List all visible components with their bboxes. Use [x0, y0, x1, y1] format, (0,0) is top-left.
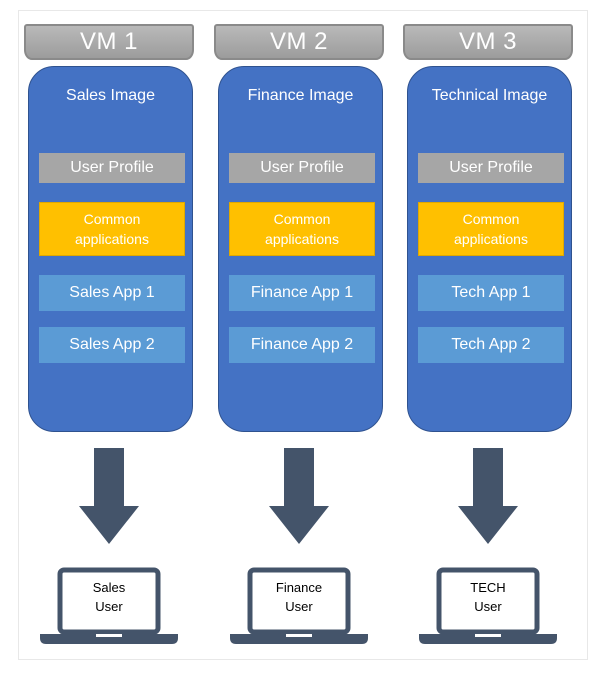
common-line-2: applications [75, 231, 149, 247]
app-layer-1: Tech App 1 [418, 275, 564, 311]
app-layer-1: Finance App 1 [229, 275, 375, 311]
common-line-1: Common [462, 211, 520, 227]
image-title: Finance Image [247, 87, 354, 104]
vm-label: VM 2 [214, 24, 384, 60]
common-line-1: Common [83, 211, 141, 227]
image-title: Sales Image [66, 87, 155, 104]
image-title: Technical Image [431, 87, 548, 104]
user-label-line-1: Finance [275, 580, 323, 595]
app-layer-2: Sales App 2 [39, 327, 185, 363]
user-profile-layer: User Profile [39, 153, 185, 183]
app-layer-2: Finance App 2 [229, 327, 375, 363]
down-arrow-icon [458, 448, 518, 544]
common-line-2: applications [454, 231, 528, 247]
user-profile-layer: User Profile [229, 153, 375, 183]
diagram-frame [18, 10, 588, 660]
app-layer-2: Tech App 2 [418, 327, 564, 363]
vm-column-technical: VM 3 Technical Image User Profile Common… [403, 0, 573, 675]
technical-image-container: Technical Image User Profile Common appli… [407, 66, 572, 432]
user-label-line-2: User [474, 599, 502, 614]
vm-column-finance: VM 2 Finance Image User Profile Common ap… [214, 0, 384, 675]
user-profile-layer: User Profile [418, 153, 564, 183]
laptop-icon [419, 567, 557, 644]
user-label-line-1: TECH [470, 580, 506, 595]
common-line-2: applications [265, 231, 339, 247]
common-applications-layer: Common applications [418, 202, 564, 256]
vm-label: VM 3 [403, 24, 573, 60]
finance-image-container: Finance Image User Profile Common applica… [218, 66, 383, 432]
common-line-1: Common [273, 211, 331, 227]
user-label-line-2: User [285, 599, 313, 614]
common-applications-layer: Common applications [39, 202, 185, 256]
user-label-line-1: Sales [92, 580, 126, 595]
vm-column-sales: VM 1 Sales Image User Profile Common appl… [24, 0, 194, 675]
down-arrow-icon [79, 448, 139, 544]
vm-label: VM 1 [24, 24, 194, 60]
laptop-icon [40, 567, 178, 644]
app-layer-1: Sales App 1 [39, 275, 185, 311]
sales-image-container: Sales Image User Profile Common applicati… [28, 66, 193, 432]
common-applications-layer: Common applications [229, 202, 375, 256]
user-label: Finance User [250, 578, 348, 616]
laptop-icon [230, 567, 368, 644]
user-label: TECH User [439, 578, 537, 616]
down-arrow-icon [269, 448, 329, 544]
user-label: Sales User [60, 578, 158, 616]
user-label-line-2: User [95, 599, 123, 614]
